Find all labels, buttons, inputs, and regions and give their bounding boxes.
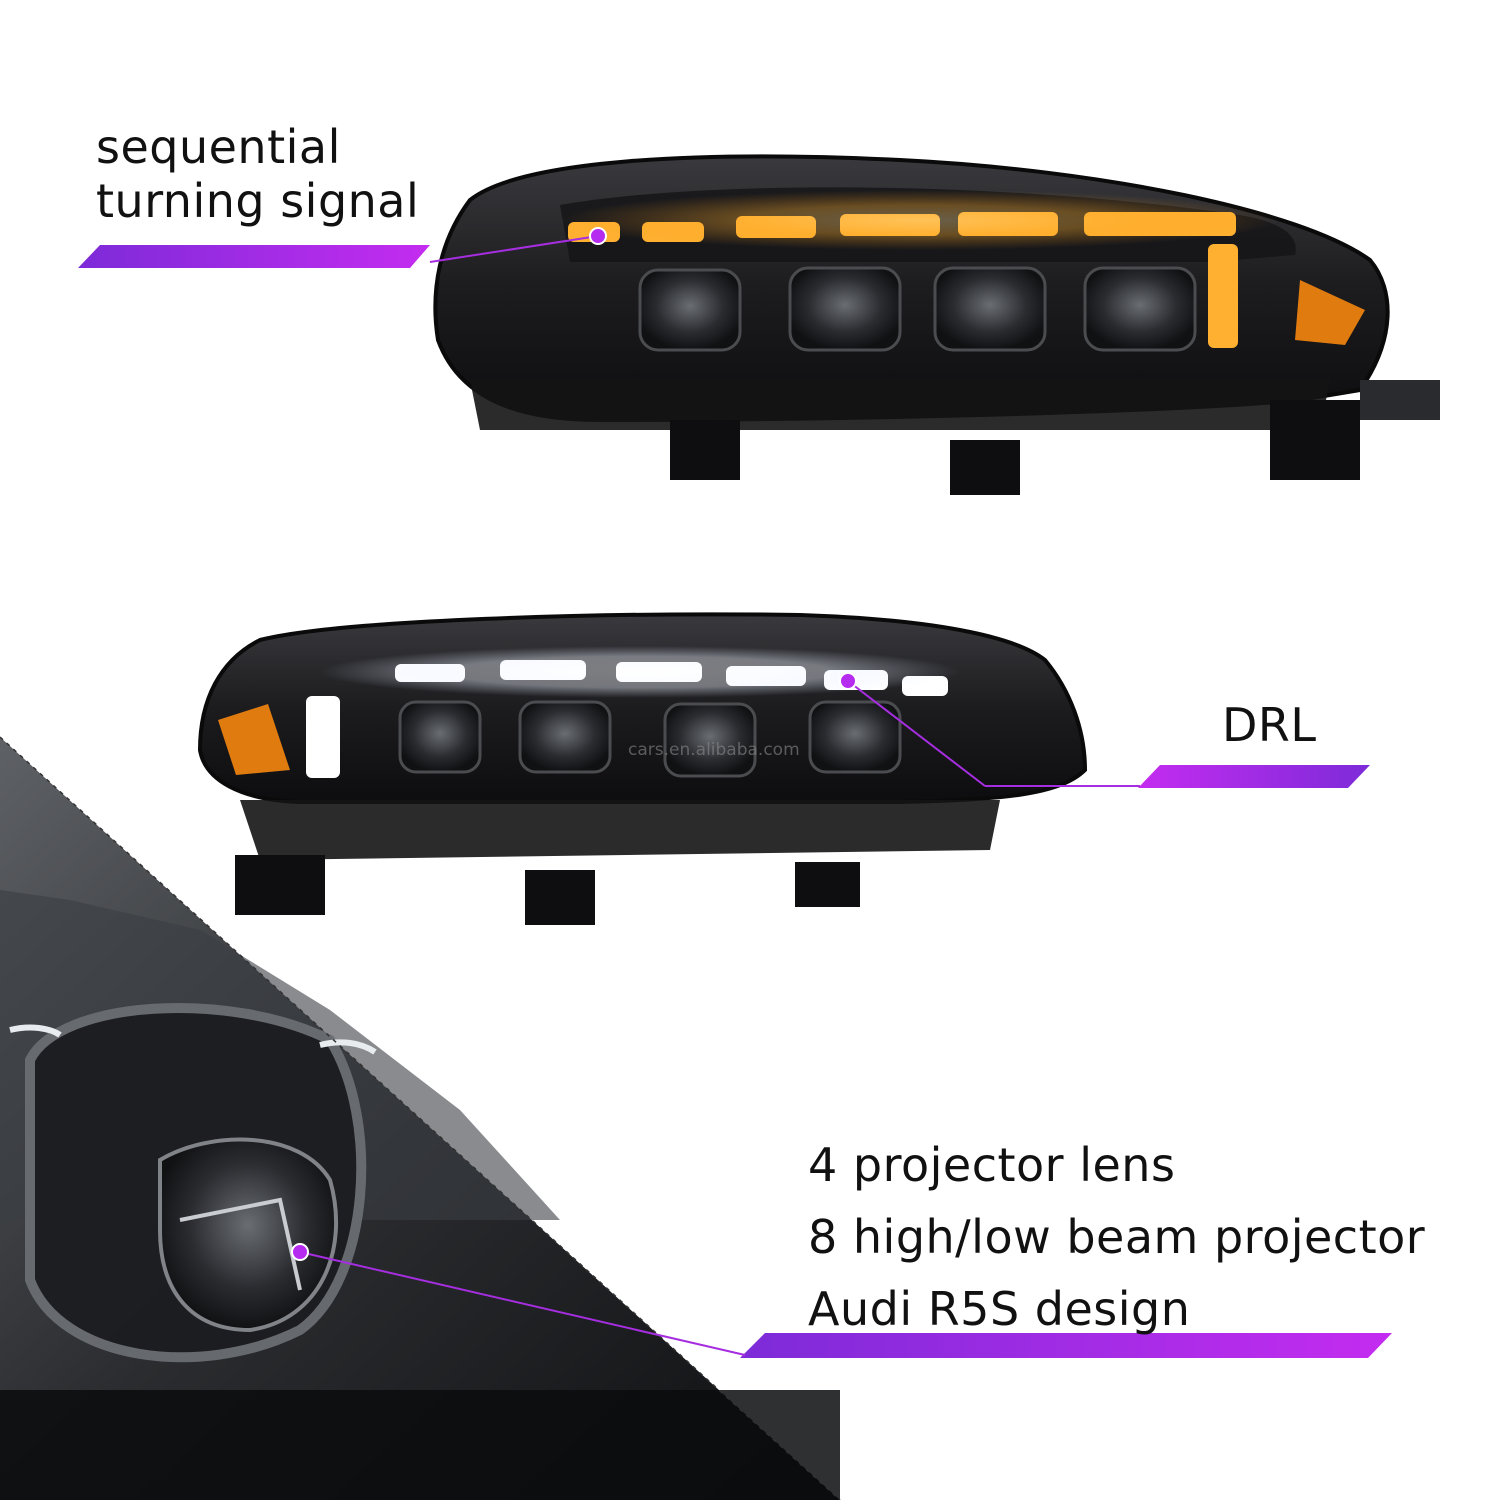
lens-feature-line-2: 8 high/low beam projector xyxy=(808,1209,1426,1264)
lens-feature-line-1: 4 projector lens xyxy=(808,1138,1176,1192)
turn-signal-label-line-1: sequential xyxy=(96,120,341,174)
projector-lens-row-top xyxy=(638,266,1197,352)
pointer-dot-icon xyxy=(589,227,607,245)
turn-signal-label: sequential turning signal xyxy=(96,120,419,229)
white-light-segments xyxy=(218,646,960,778)
callout-drl xyxy=(839,672,1370,788)
pointer-dot-icon xyxy=(291,1243,309,1261)
watermark: cars.en.alibaba.com xyxy=(628,740,800,760)
drl-label: DRL xyxy=(1222,698,1317,752)
closeup-photo xyxy=(0,736,841,1500)
amber-light-segments xyxy=(560,190,1365,348)
lens-features-label: 4 projector lens 8 high/low beam project… xyxy=(808,1130,1425,1345)
turn-signal-label-line-2: turning signal xyxy=(96,174,420,229)
callout-lens xyxy=(291,1243,1392,1358)
pointer-dot-icon xyxy=(839,672,857,690)
projector-lens-row-middle xyxy=(398,700,902,778)
callout-turn-signal xyxy=(78,227,607,268)
headlight-white xyxy=(197,612,1088,925)
lens-feature-line-3: Audi R5S design xyxy=(808,1281,1191,1336)
headlight-amber xyxy=(433,154,1440,495)
